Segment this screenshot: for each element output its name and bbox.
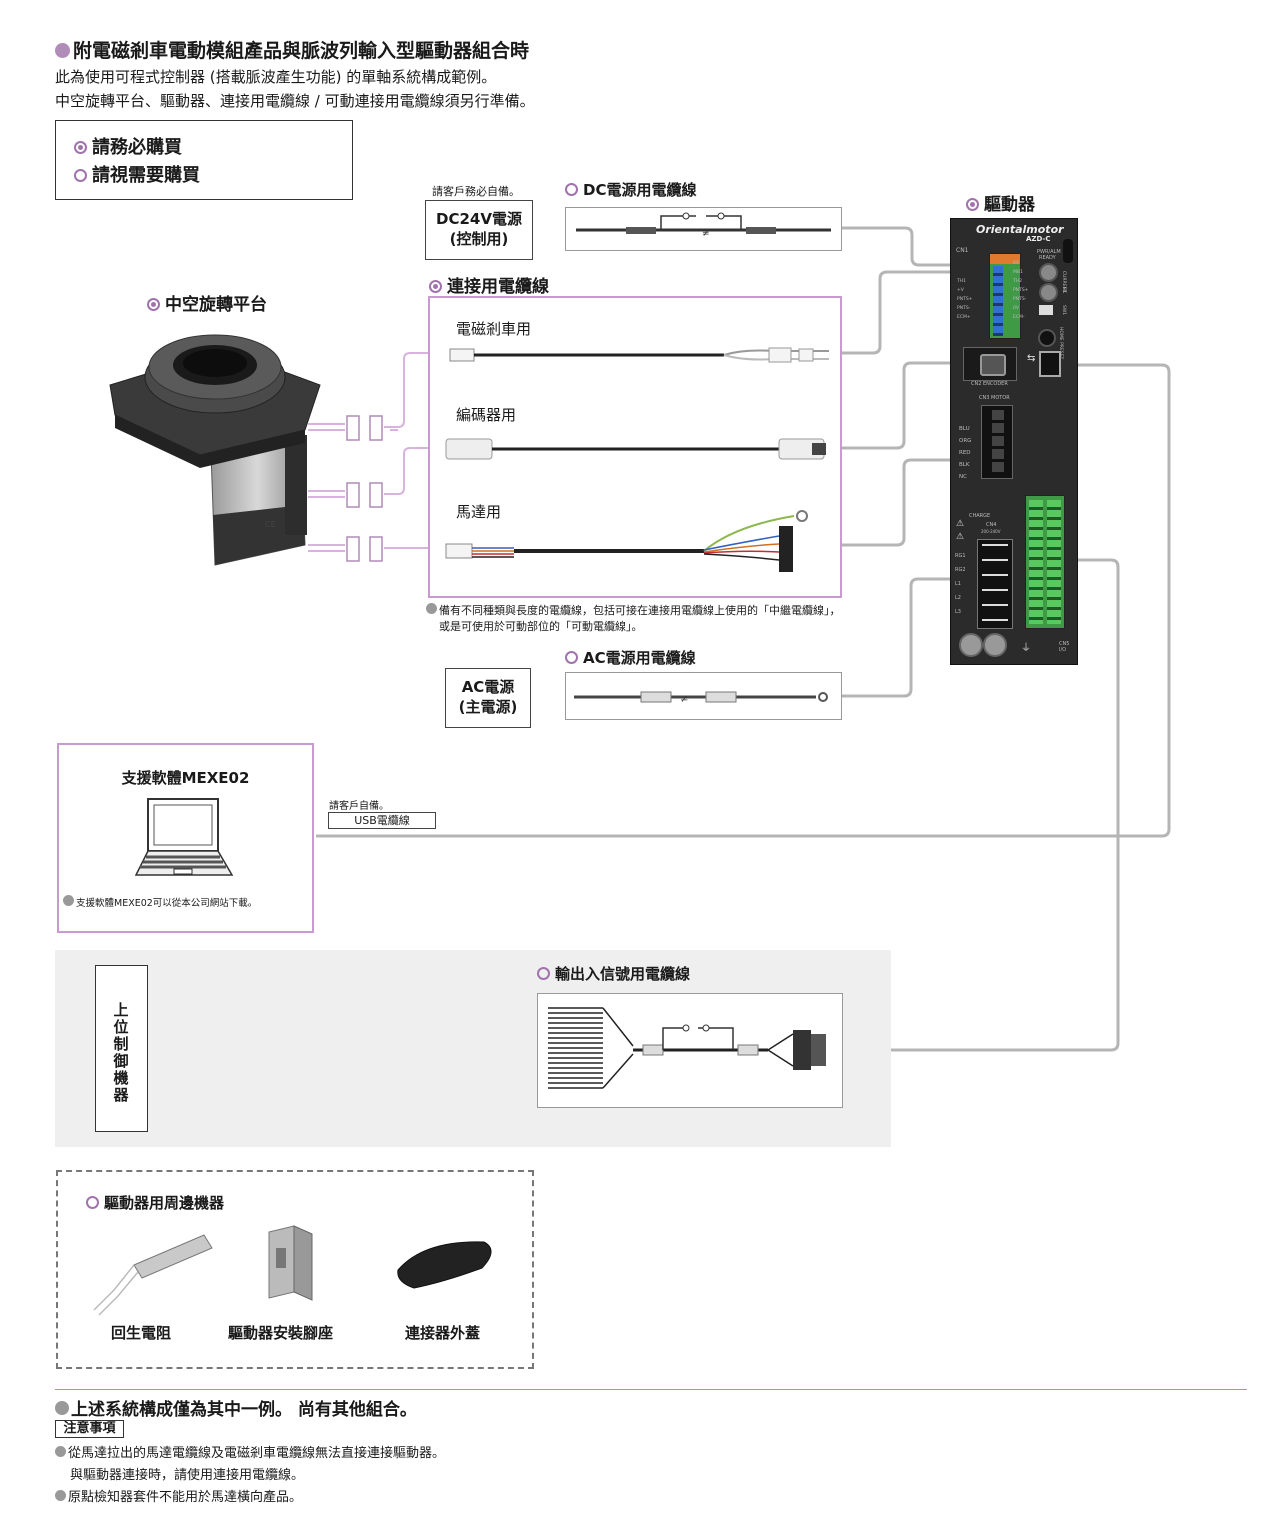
- svg-text:≠: ≠: [702, 229, 710, 239]
- cn1-label: CN1: [956, 247, 969, 254]
- peripheral-item-regen: 回生電阻: [111, 1322, 171, 1343]
- cn5-label: CN5 I/O: [1059, 641, 1077, 653]
- footer-note1: 從馬達拉出的馬達電纜線及電磁剎車電纜線無法直接連接驅動器。: [55, 1442, 445, 1461]
- footer-note3: 原點檢知器套件不能用於馬達橫向產品。: [55, 1486, 302, 1505]
- optional-icon: [537, 967, 550, 980]
- cn5-connector[interactable]: [1025, 495, 1065, 629]
- driver-label: 驅動器: [966, 190, 1035, 215]
- warning-icon: ⚠: [956, 532, 964, 542]
- dc-cable-image: ≠: [566, 208, 841, 250]
- laptop-image: [134, 795, 234, 885]
- usb-port[interactable]: [1039, 351, 1061, 377]
- usb-cable-label: USB電纜線: [328, 812, 436, 829]
- usb-icon: ⇆: [1027, 353, 1035, 364]
- bullet-icon: [55, 1446, 66, 1457]
- footer-note2: 與驅動器連接時，請使用連接用電纜線。: [70, 1464, 304, 1483]
- ground-icon: ⏚: [1021, 639, 1031, 654]
- driver-unit: Orientalmotor AZD-C PWR/ALM READY CN1 TH…: [950, 218, 1078, 665]
- ac-source-sub: (主電源): [446, 697, 530, 717]
- cn4-label: CN4: [986, 522, 996, 528]
- ac-cable-image: ≠: [566, 673, 841, 719]
- caution-label: 注意事項: [55, 1420, 124, 1438]
- screw-icon: [959, 633, 983, 657]
- host-label: 上位制御機器: [110, 1002, 132, 1104]
- cn3-connector[interactable]: [981, 405, 1013, 479]
- driver-model: AZD-C: [1026, 235, 1050, 243]
- svg-text:≠: ≠: [680, 694, 688, 705]
- ac-cable-box: ≠: [565, 672, 842, 720]
- dc-source: DC24V電源 (控制用): [425, 200, 533, 260]
- table-label: 中空旋轉平台: [147, 290, 267, 315]
- ac-source: AC電源 (主電源): [445, 668, 531, 728]
- io-cable-box: [537, 993, 843, 1108]
- footer-divider: [55, 1389, 1247, 1390]
- connection-note1: 備有不同種類與長度的電纜線，包括可接在連接用電纜線上使用的「中繼電纜線」，: [426, 602, 841, 618]
- footer-summary: 上述系統構成僅為其中一例。 尚有其他組合。: [55, 1395, 417, 1420]
- connection-note2: 或是可使用於可動部位的「可動電纜線」。: [439, 618, 643, 634]
- ready-led-label: READY: [1039, 255, 1056, 261]
- peripheral-images: [84, 1220, 504, 1320]
- required-icon: [429, 280, 442, 293]
- bullet-icon: [55, 1401, 69, 1415]
- dc-cable-label: DC電源用電纜線: [565, 179, 696, 200]
- optional-icon: [565, 183, 578, 196]
- encoder-cable-label: 編碼器用: [456, 404, 516, 425]
- cn2-label: CN2 ENCODER: [971, 381, 1008, 387]
- motor-cable-image: [444, 506, 834, 581]
- optional-icon: [86, 1196, 99, 1209]
- ac-source-title: AC電源: [446, 677, 530, 697]
- dc-source-sub: (控制用): [426, 229, 532, 249]
- current-dial[interactable]: [1039, 263, 1058, 282]
- bullet-icon: [63, 895, 74, 906]
- ac-cable-label: AC電源用電纜線: [565, 647, 696, 668]
- brake-cable-label: 電磁剎車用: [456, 318, 531, 339]
- fil-dial[interactable]: [1039, 283, 1058, 302]
- software-box: 支援軟體MEXE02 支援軟體MEXE02可以從本公司網站下載。: [57, 743, 314, 933]
- io-cable-label: 輸出入信號用電纜線: [537, 963, 690, 984]
- cn3-label: CN3 MOTOR: [979, 395, 1010, 401]
- peripheral-box: 驅動器用周邊機器 回生電阻 驅動器安裝腳座 連接器外蓋: [56, 1170, 534, 1369]
- io-cable-image: [538, 994, 842, 1107]
- peripheral-item-mount: 驅動器安裝腳座: [228, 1322, 333, 1343]
- optional-icon: [565, 651, 578, 664]
- software-note: 支援軟體MEXE02可以從本公司網站下載。: [63, 895, 257, 909]
- connection-cables-box: 電磁剎車用 編碼器用 馬達用: [428, 296, 842, 598]
- usb-note: 請客戶自備。: [329, 797, 389, 812]
- encoder-cable-image: [444, 434, 834, 464]
- svg-text:CE: CE: [265, 520, 276, 529]
- home-preset-button[interactable]: [1038, 329, 1056, 347]
- fil-label: FIL: [1061, 287, 1066, 293]
- sw1-label: SW1: [1061, 305, 1066, 315]
- required-icon: [966, 198, 979, 211]
- dc-source-title: DC24V電源: [426, 209, 532, 229]
- cn2-connector[interactable]: [963, 347, 1017, 381]
- brake-cable-image: [444, 343, 834, 368]
- dc-cable-box: ≠: [565, 207, 842, 251]
- cn4-connector[interactable]: [977, 539, 1013, 629]
- led-indicators: [1063, 239, 1073, 263]
- warning-icon: ⚠: [956, 519, 964, 529]
- connection-label: 連接用電纜線: [429, 272, 549, 297]
- bullet-icon: [426, 603, 437, 614]
- required-icon: [147, 298, 160, 311]
- sw1-dip[interactable]: [1039, 305, 1053, 315]
- peripheral-item-cover: 連接器外蓋: [405, 1322, 480, 1343]
- dc-note: 請客戶務必自備。: [432, 183, 520, 199]
- host-controller: 上位制御機器: [95, 965, 148, 1132]
- rotary-table-image: CE: [105, 315, 325, 575]
- peripheral-title: 驅動器用周邊機器: [86, 1192, 224, 1213]
- cn4-sub-label: 200-240V: [981, 529, 1000, 534]
- software-title: 支援軟體MEXE02: [59, 767, 312, 788]
- screw-icon: [983, 633, 1007, 657]
- charge-label: CHARGE: [969, 513, 990, 519]
- bullet-icon: [55, 1490, 66, 1501]
